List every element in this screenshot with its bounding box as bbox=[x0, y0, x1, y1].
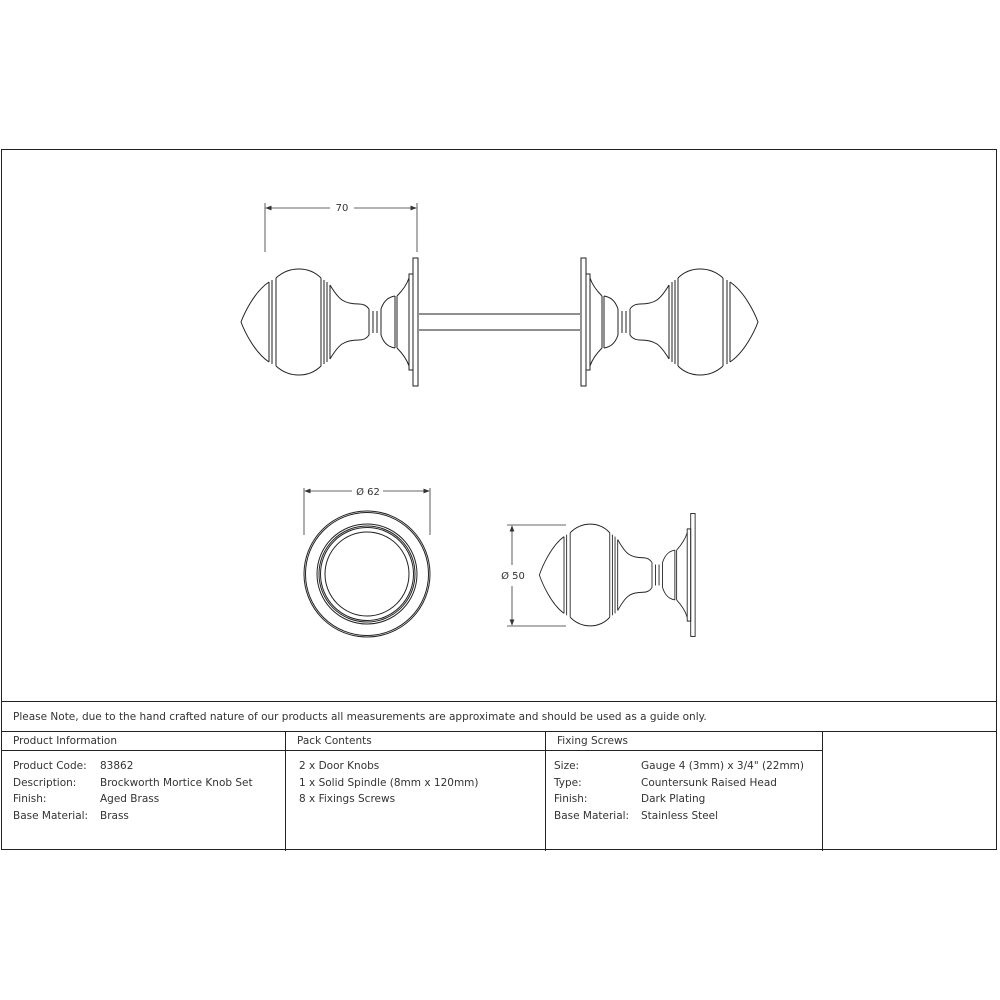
table-row: Finish:Dark Plating bbox=[554, 793, 706, 805]
table-row: Type:Countersunk Raised Head bbox=[554, 776, 777, 789]
table-row: Finish:Aged Brass bbox=[13, 793, 160, 805]
product-information-header: Product Information bbox=[1, 731, 285, 751]
drawing-frame bbox=[1, 149, 997, 850]
pack-contents-header: Pack Contents bbox=[285, 731, 545, 751]
column-divider bbox=[285, 731, 286, 851]
spindle-drawing bbox=[419, 313, 580, 331]
right-knob-drawing bbox=[580, 257, 759, 387]
column-divider bbox=[545, 731, 546, 851]
dimension-label-50: Ø 50 bbox=[501, 570, 525, 582]
empty-cell-top-border bbox=[823, 731, 997, 732]
fixing-screws-table: Size:Gauge 4 (3mm) x 3/4" (22mm) Type:Co… bbox=[554, 758, 804, 824]
table-row: Base Material:Brass bbox=[13, 809, 129, 822]
list-item: 8 x Fixings Screws bbox=[299, 793, 396, 805]
fixing-screws-header: Fixing Screws bbox=[545, 731, 823, 751]
rose-front-view bbox=[303, 510, 431, 638]
pack-contents-list: 2 x Door Knobs 1 x Solid Spindle (8mm x … bbox=[299, 758, 479, 808]
list-item: 2 x Door Knobs bbox=[299, 760, 380, 772]
table-row: Product Code:83862 bbox=[13, 760, 134, 772]
table-row: Size:Gauge 4 (3mm) x 3/4" (22mm) bbox=[554, 760, 805, 772]
dimension-label-62: Ø 62 bbox=[356, 486, 380, 498]
column-divider bbox=[822, 731, 823, 851]
list-item: 1 x Solid Spindle (8mm x 120mm) bbox=[299, 776, 479, 789]
product-information-table: Product Code:83862 Description:Brockwort… bbox=[13, 758, 253, 824]
dimension-70 bbox=[264, 203, 418, 252]
dimension-label-70: 70 bbox=[336, 203, 349, 214]
measurement-note: Please Note, due to the hand crafted nat… bbox=[1, 701, 997, 731]
single-knob-side-view bbox=[538, 513, 696, 637]
dimension-62 bbox=[303, 488, 431, 535]
table-row: Description:Brockworth Mortice Knob Set bbox=[13, 776, 253, 789]
dimension-50 bbox=[507, 524, 566, 627]
left-knob-drawing bbox=[240, 257, 419, 387]
table-row: Base Material:Stainless Steel bbox=[554, 809, 719, 822]
